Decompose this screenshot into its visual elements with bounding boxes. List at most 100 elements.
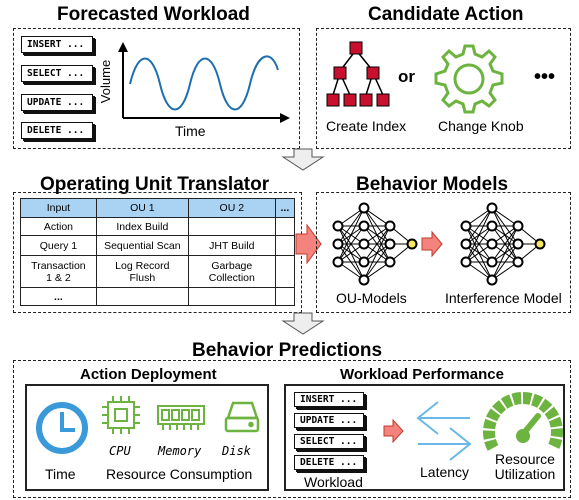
predictions-title: Behavior Predictions xyxy=(192,340,383,361)
query-select: SELECT ... xyxy=(21,65,93,82)
perf-query-select: SELECT ... xyxy=(294,434,364,449)
nn-node xyxy=(332,238,344,250)
nn-edge xyxy=(465,207,493,263)
workload-volume-chart xyxy=(118,42,290,123)
change-knob-label: Change Knob xyxy=(438,118,524,134)
index-tree-icon xyxy=(326,41,390,107)
flow-arrow-right-2 xyxy=(421,230,443,258)
perf-query-insert: INSERT ... xyxy=(294,392,364,407)
nn-edge xyxy=(337,207,365,245)
nn-node xyxy=(358,256,370,268)
header-ou2: OU 2 xyxy=(187,198,276,218)
query-delete: DELETE ... xyxy=(21,122,93,139)
nn-node xyxy=(332,256,344,268)
disk-label: Disk xyxy=(222,444,251,458)
latency-label: Latency xyxy=(420,464,470,480)
nn-node xyxy=(406,238,418,250)
deployment-title: Action Deployment xyxy=(80,366,217,383)
nn-node xyxy=(384,256,396,268)
flow-arrow-right-3 xyxy=(383,418,404,444)
time-axis-label: Time xyxy=(175,123,206,139)
predictions-panel xyxy=(13,360,571,498)
header-input: Input xyxy=(20,198,97,218)
resource-utilization-label: Resource Utilization xyxy=(494,451,556,482)
query-update: UPDATE ... xyxy=(21,94,93,111)
perf-query-delete: DELETE ... xyxy=(294,455,364,470)
cell: Index Build xyxy=(95,217,189,236)
forecast-title: Forecasted Workload xyxy=(57,4,250,25)
nn-edge xyxy=(363,243,391,281)
header-more: ... xyxy=(274,198,296,218)
nn-edge xyxy=(465,207,493,245)
table-row: ... xyxy=(20,287,296,306)
candidate-panel xyxy=(316,28,571,149)
nn-node xyxy=(486,238,498,250)
nn-node xyxy=(512,220,524,232)
nn-edge xyxy=(465,225,493,263)
memory-label: Memory xyxy=(158,444,202,458)
nn-node xyxy=(384,220,396,232)
nn-edge xyxy=(491,225,519,263)
nn-node xyxy=(460,220,472,232)
nn-edge xyxy=(337,207,365,263)
translator-title: Operating Unit Translator xyxy=(40,174,270,195)
cell xyxy=(274,287,296,306)
create-index-label: Create Index xyxy=(326,118,407,134)
table-row: Transaction 1 & 2 Log Record Flush Garba… xyxy=(20,255,296,288)
nn-node xyxy=(534,238,546,250)
forecast-panel xyxy=(13,28,300,149)
nn-node xyxy=(332,220,344,232)
cpu-label: CPU xyxy=(109,444,131,458)
nn-edge xyxy=(491,243,519,281)
latency-arrows-icon xyxy=(416,401,472,461)
performance-panel xyxy=(284,384,565,491)
cell: Sequential Scan xyxy=(95,235,189,256)
nn-node xyxy=(486,256,498,268)
nn-edge xyxy=(363,225,391,263)
ou-models-label: OU-Models xyxy=(336,290,407,306)
nn-edge xyxy=(337,225,365,263)
nn-node xyxy=(486,202,498,214)
time-label: Time xyxy=(45,466,76,482)
header-ou1: OU 1 xyxy=(95,198,189,218)
gauge-icon xyxy=(483,392,563,451)
nn-node xyxy=(486,220,498,232)
cell xyxy=(95,287,189,306)
cell: ... xyxy=(20,287,97,306)
cell: Log Record Flush xyxy=(95,255,189,288)
nn-node xyxy=(486,274,498,286)
ou-table: Input OU 1 OU 2 ... Action Index Build Q… xyxy=(20,198,296,306)
perf-query-update: UPDATE ... xyxy=(294,413,364,428)
workload-label: Workload xyxy=(304,474,363,490)
nn-node xyxy=(512,238,524,250)
interference-model-label: Interference Model xyxy=(445,290,562,306)
table-row: Action Index Build xyxy=(20,217,296,236)
nn-node xyxy=(460,256,472,268)
resource-consumption-label: Resource Consumption xyxy=(106,466,253,482)
nn-node xyxy=(358,202,370,214)
models-title: Behavior Models xyxy=(356,174,509,195)
gear-icon xyxy=(434,44,504,114)
deployment-panel xyxy=(25,384,269,491)
nn-node xyxy=(358,274,370,286)
nn-node xyxy=(384,238,396,250)
nn-node xyxy=(512,256,524,268)
models-panel xyxy=(316,192,571,313)
candidate-title: Candidate Action xyxy=(368,4,524,25)
more-actions-dots: ••• xyxy=(534,66,556,88)
performance-title: Workload Performance xyxy=(340,366,504,383)
nn-node xyxy=(460,238,472,250)
nn-node xyxy=(358,220,370,232)
cell: Action xyxy=(20,217,97,236)
or-label: or xyxy=(398,67,415,86)
query-insert: INSERT ... xyxy=(21,36,93,53)
